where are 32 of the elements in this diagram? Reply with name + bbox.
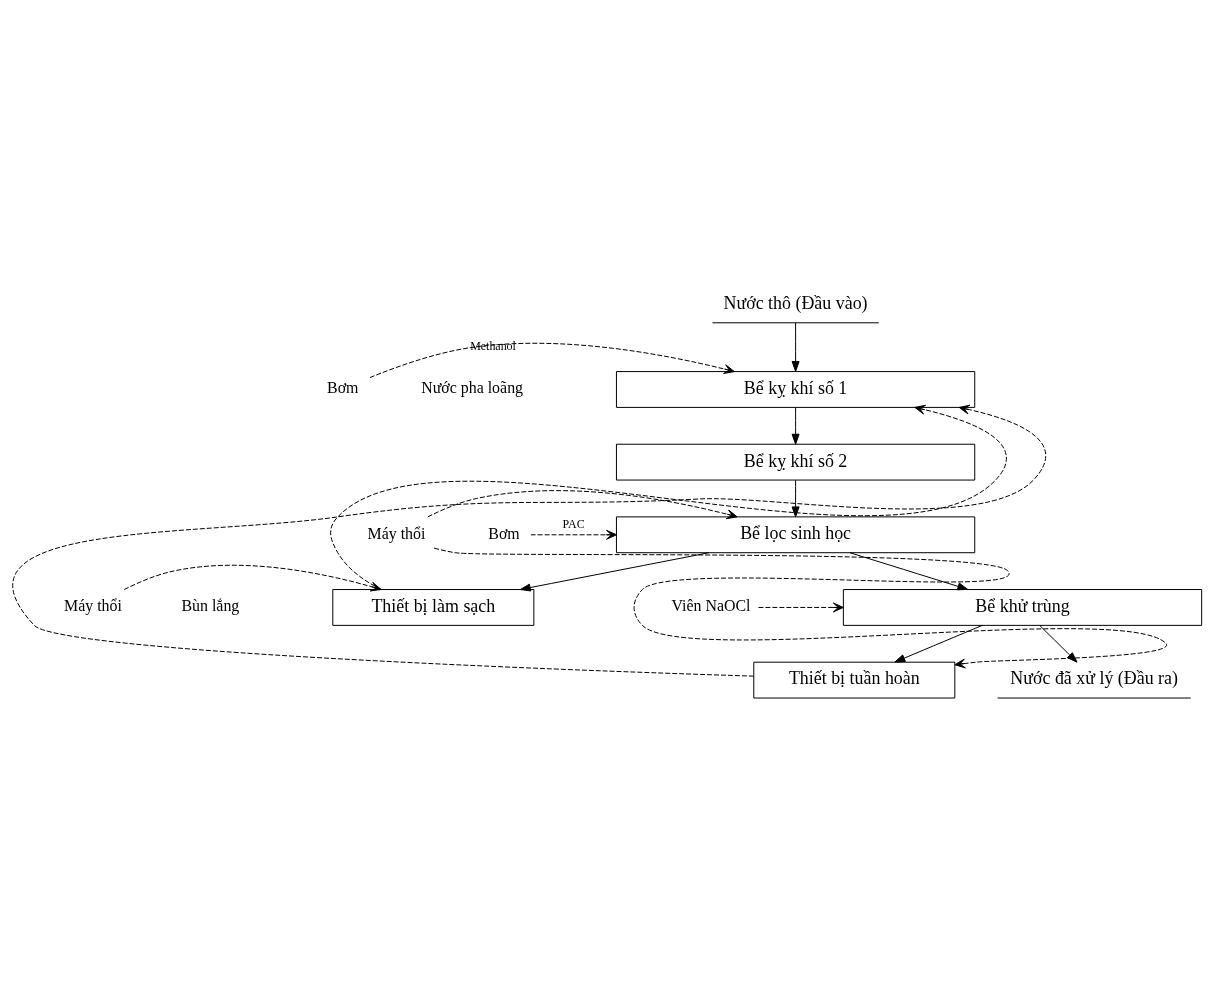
node-box: Thiết bị tuần hoàn xyxy=(753,661,956,699)
edge-label: Methanol xyxy=(470,339,516,354)
arrow xyxy=(530,529,617,540)
arrow xyxy=(791,479,800,518)
edge-label: PAC xyxy=(562,517,585,532)
arrow xyxy=(12,404,1047,677)
arrow xyxy=(519,552,710,592)
arrow xyxy=(427,490,738,520)
node-text: Bơm xyxy=(327,379,359,397)
node-text: Viên NaOCl xyxy=(671,597,751,615)
node-box: Bể lọc sinh học xyxy=(615,516,976,554)
node-box: Bể kỵ khí số 2 xyxy=(615,443,976,481)
node-text: Bơm xyxy=(488,524,520,542)
arrow xyxy=(894,624,983,663)
node-text: Máy thổi xyxy=(64,597,122,615)
arrow xyxy=(757,602,844,613)
node-box: Bể kỵ khí số 1 xyxy=(615,371,976,408)
arrow xyxy=(330,404,1007,590)
node-text: Nước đã xử lý (Đầu ra) xyxy=(1010,668,1178,689)
label: Nước pha loãng xyxy=(421,379,524,397)
arrow xyxy=(849,552,969,591)
arrow xyxy=(123,564,382,592)
arrow xyxy=(433,547,1167,669)
arrow xyxy=(791,407,800,445)
arrow xyxy=(791,322,800,372)
arrow xyxy=(369,342,735,379)
label: Bùn lắng xyxy=(181,597,240,615)
arrow xyxy=(1039,625,1078,663)
node-text: Máy thổi xyxy=(367,524,426,542)
node-box: Thiết bị làm sạch xyxy=(332,589,535,626)
node-box: Bể khử trùng xyxy=(842,589,1203,626)
node-text: Nước thô (Đầu vào) xyxy=(723,293,868,314)
